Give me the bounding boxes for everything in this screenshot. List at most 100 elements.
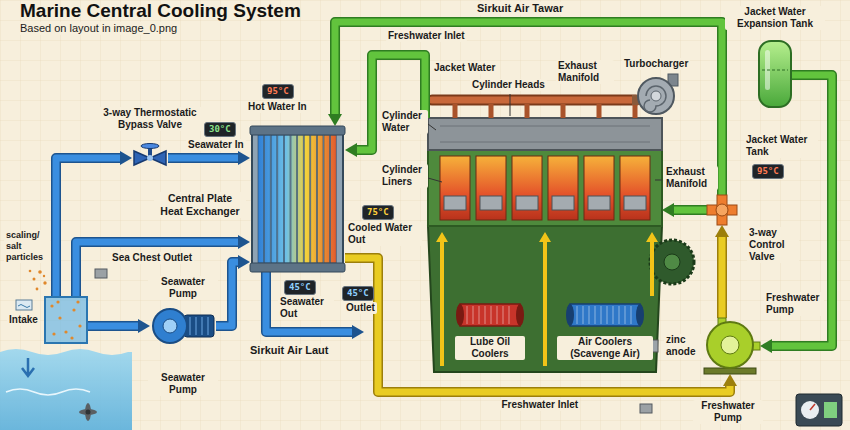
- chest-symbol: [44, 296, 88, 344]
- exchanger-plate: [317, 135, 323, 263]
- valve-handwheel: [141, 144, 159, 149]
- propeller: [79, 409, 97, 415]
- piston: [588, 196, 610, 210]
- coolant-pipe: [335, 22, 722, 195]
- part-label: Jacket Water: [432, 62, 497, 74]
- cooler-fin: [619, 306, 620, 324]
- cooler-shell: [570, 304, 640, 326]
- cylinder-head: [428, 118, 662, 150]
- pump-motor: [184, 315, 214, 337]
- cooler-fin: [595, 306, 596, 324]
- cooler-fin: [485, 306, 486, 324]
- pipe-outline: [345, 258, 730, 392]
- cooler-fin: [467, 306, 468, 324]
- coolant-pipe: [56, 158, 120, 296]
- salt-particle: [72, 308, 75, 311]
- part-label: Cylinder Heads: [470, 79, 547, 91]
- freshwater-pump: Freshwater Pump: [700, 318, 760, 374]
- salt-particles: [43, 281, 46, 284]
- leader-line: [428, 124, 436, 130]
- cylinder-head: [428, 118, 662, 150]
- temperature-reading: 75°C: [367, 207, 389, 218]
- diagram-title: Marine Central Cooling System: [18, 0, 303, 22]
- part-label: Cylinder Water: [380, 110, 428, 134]
- cooler-fin: [607, 306, 608, 324]
- exchanger-plate: [265, 135, 271, 263]
- pump-impeller: [721, 336, 739, 354]
- subtitle: Based on layout in image_0.png: [18, 22, 179, 35]
- cooler-symbol: [455, 300, 525, 330]
- component-label: Lube Oil Coolers: [455, 336, 525, 360]
- temperature-reading: 45°C: [289, 282, 311, 293]
- salt-particle: [76, 300, 79, 303]
- salt-particle: [50, 304, 53, 307]
- leader-line: [510, 94, 511, 116]
- gauge-panel: [796, 394, 842, 426]
- salt-particle: [56, 300, 59, 303]
- salt-particle: [70, 336, 73, 339]
- temperature-badge: 95°C: [262, 84, 294, 99]
- salt-particle: [64, 330, 67, 333]
- flywheel: [650, 240, 694, 284]
- pipe-label: Seawater Out: [278, 296, 334, 320]
- cooler-fin: [491, 306, 492, 324]
- flywheel: [650, 240, 694, 284]
- temperature-badge: 75°C: [362, 205, 394, 220]
- exchanger-plate: [331, 135, 337, 263]
- coolant-pipe: [216, 262, 238, 326]
- pipe-label: Freshwater Inlet: [500, 399, 581, 411]
- jacket-water-pipe: [662, 203, 674, 217]
- cooler-end: [516, 304, 524, 326]
- leader-line: [655, 180, 662, 181]
- coolant-flow-arrow: [436, 232, 658, 242]
- part-label: zinc anode: [664, 334, 704, 358]
- part-label: Jacket Water Tank: [744, 134, 818, 158]
- exhaust-manifold: [432, 97, 636, 104]
- sea: [0, 349, 132, 430]
- valve-symbol: [132, 143, 168, 173]
- pipe-label: Cooled Water Out: [346, 222, 422, 246]
- component-label: Seawater Pump: [148, 372, 218, 396]
- coolant-pipe: [719, 237, 726, 318]
- salt-particle: [78, 324, 81, 327]
- valve-body: [147, 155, 153, 161]
- exchanger-plate: [304, 135, 310, 263]
- seawater-pump: Seawater Pump: [150, 306, 216, 346]
- exchanger-bar: [250, 126, 345, 135]
- piston: [444, 196, 466, 210]
- cylinder-liner: [584, 156, 614, 220]
- propeller: [79, 403, 97, 421]
- piston: [624, 196, 646, 210]
- temperature-badge: 30°C: [204, 122, 236, 137]
- inflow-arrow-icon: [22, 358, 34, 376]
- coolant-flow-arrow: [442, 240, 652, 366]
- decor-block: [640, 404, 652, 413]
- air-cooler: Air Coolers (Scavenge Air): [565, 300, 645, 330]
- engine-crankcase: [428, 226, 662, 372]
- piston: [480, 196, 502, 210]
- salt-particles: [36, 288, 39, 291]
- pump-symbol: [150, 306, 216, 346]
- piston: [552, 196, 574, 210]
- control-valve: 3-way Control Valve: [707, 195, 737, 225]
- pipe-outline: [88, 321, 138, 331]
- pipe-outline: [717, 237, 727, 318]
- cylinder-head: [440, 126, 650, 142]
- component-label: Freshwater Pump: [764, 292, 824, 316]
- component-label: Freshwater Pump: [693, 400, 763, 424]
- cooler-fin: [577, 306, 578, 324]
- lube-oil-cooler: Lube Oil Coolers: [455, 300, 525, 330]
- pipe-outline: [56, 158, 120, 296]
- pipe-label: Sirkuit Air Tawar: [475, 2, 565, 15]
- salt-particle: [52, 332, 55, 335]
- hot-water-pipe: [357, 55, 425, 150]
- temperature-reading: 95°C: [267, 86, 289, 97]
- jacket-water-pipe: [674, 207, 707, 214]
- exchanger-plate: [311, 135, 317, 263]
- pump-volute: [707, 322, 753, 368]
- expansion-tank: Jacket Water Expansion Tank: [758, 40, 792, 108]
- gauge-panel: [824, 402, 837, 418]
